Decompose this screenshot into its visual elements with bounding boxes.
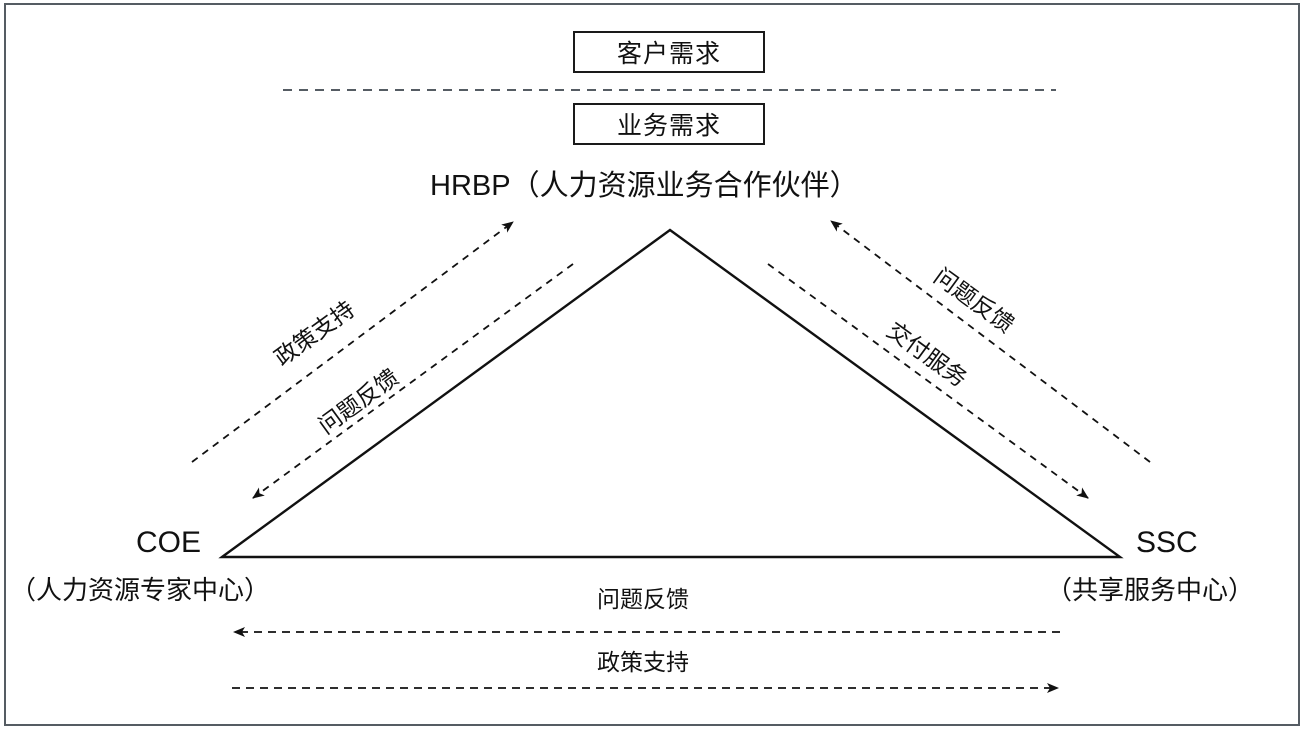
coe-acronym: COE — [136, 526, 202, 559]
business-demand-label: 业务需求 — [616, 112, 721, 140]
coe-subtitle: （人力资源专家中心） — [10, 575, 271, 605]
outer-frame — [4, 3, 1300, 726]
ssc-subtitle: （共享服务中心） — [1046, 575, 1255, 605]
edge-label-bottom-policy-support: 政策支持 — [597, 649, 689, 675]
edge-label-bottom-issue-feedback: 问题反馈 — [597, 586, 689, 612]
customer-demand-label: 客户需求 — [616, 40, 721, 68]
customer-demand-box[interactable]: 客户需求 — [573, 31, 765, 73]
business-demand-box[interactable]: 业务需求 — [573, 103, 765, 145]
ssc-acronym: SSC — [1136, 526, 1198, 559]
hrbp-label: HRBP（人力资源业务合作伙伴） — [430, 170, 859, 202]
